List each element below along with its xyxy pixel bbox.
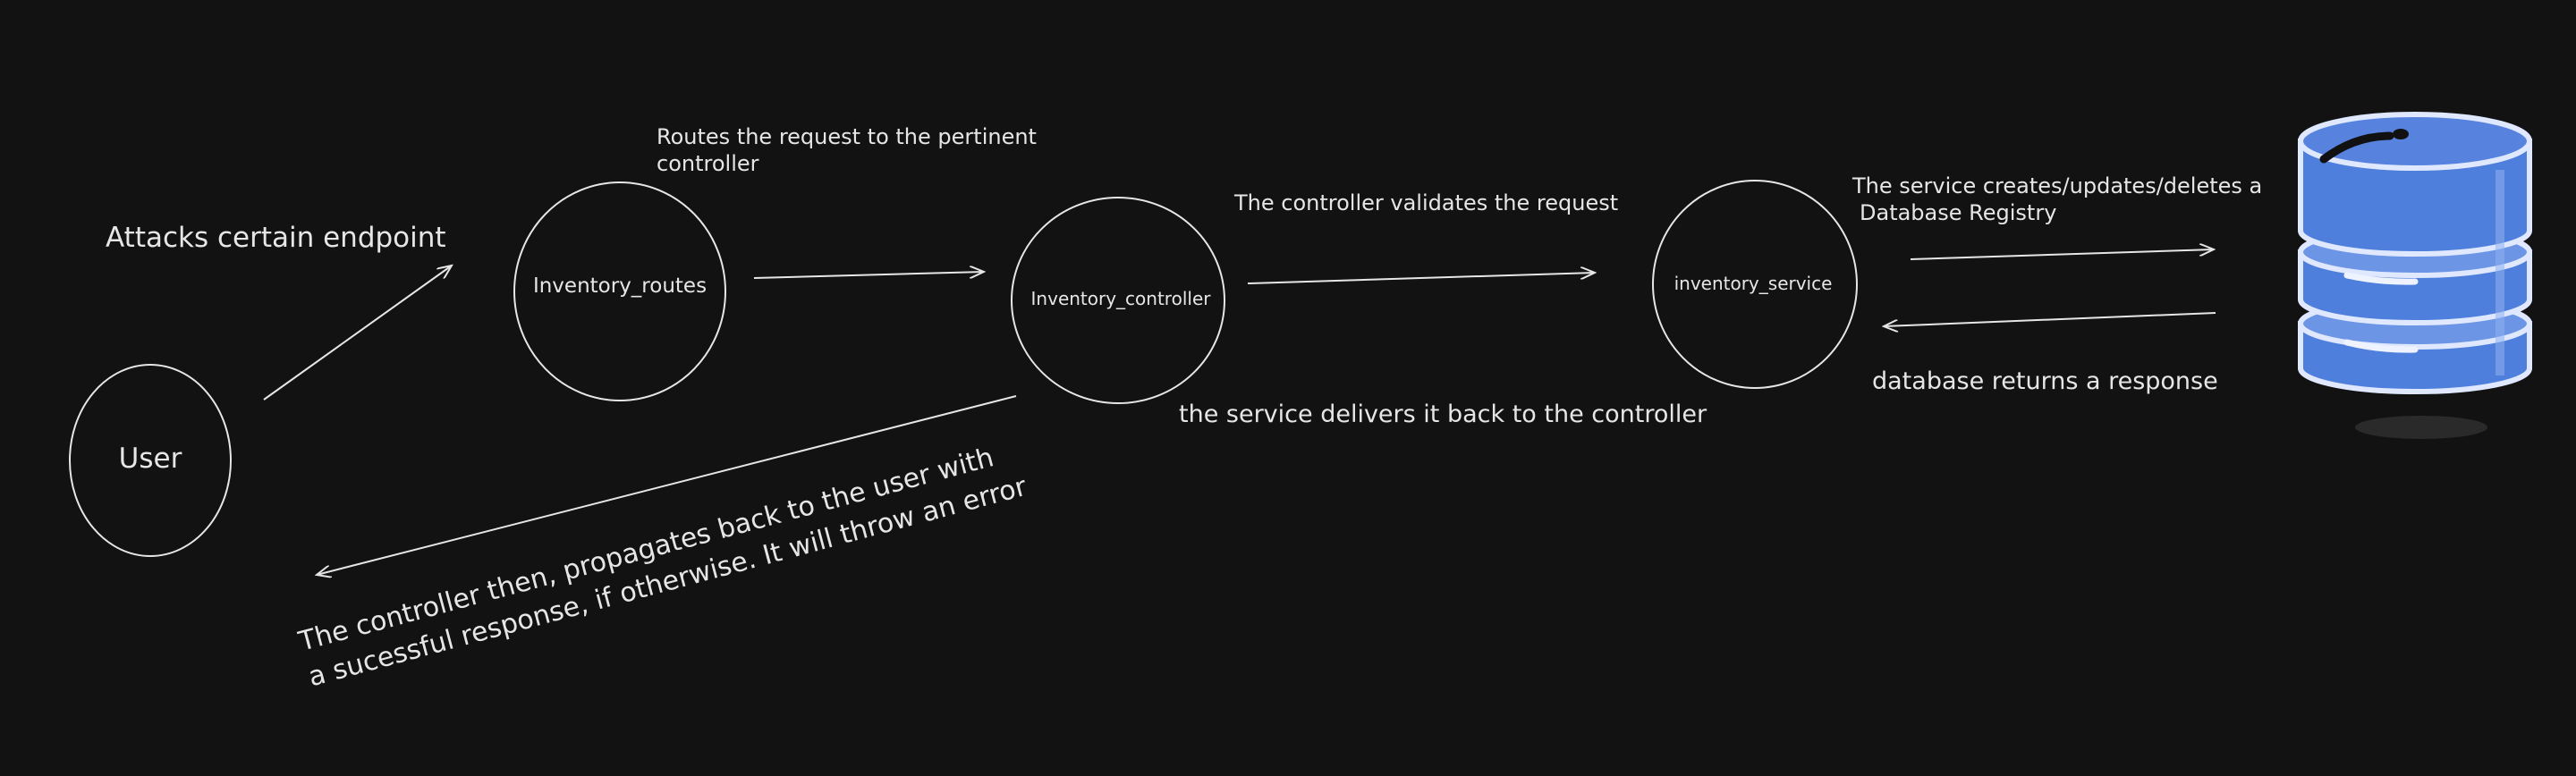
inventory-routes-label: Inventory_routes [532, 274, 708, 298]
arrow-routes-to-controller [753, 272, 984, 279]
arrow-controller-to-user [317, 395, 1017, 575]
service-database-line-2: Database Registry [1860, 200, 2057, 225]
arrow-service-to-database [1910, 249, 2214, 260]
inventory-routes-node[interactable] [513, 181, 726, 401]
inventory-service-node[interactable] [1652, 180, 1858, 389]
user-node-label: User [118, 443, 182, 475]
routes-request-line-2: controller [657, 151, 759, 176]
attacks-endpoint-label: Attacks certain endpoint [106, 222, 446, 254]
user-node[interactable] [69, 364, 232, 557]
arrow-database-to-service [1884, 312, 2216, 326]
inventory-controller-node[interactable] [1011, 197, 1225, 404]
arrow-controller-to-service [1247, 273, 1595, 284]
database-shadow [2355, 416, 2487, 439]
service-database-label: The service creates/updates/deletes a Da… [1852, 173, 2262, 226]
service-delivers-label: the service delivers it back to the cont… [1179, 401, 1707, 428]
routes-request-label: Routes the request to the pertinent cont… [657, 123, 1037, 177]
service-database-line-1: The service creates/updates/deletes a [1852, 173, 2263, 198]
arrow-user-to-routes [263, 266, 452, 401]
database-returns-label: database returns a response [1872, 367, 2218, 395]
database-disk-top [2298, 139, 2532, 257]
inventory-service-label: inventory_service [1674, 273, 1833, 294]
routes-request-line-1: Routes the request to the pertinent [657, 124, 1037, 149]
database-icon [2298, 112, 2532, 439]
inventory-controller-label: Inventory_controller [1030, 288, 1211, 309]
controller-validates-label: The controller validates the request [1234, 190, 1619, 215]
